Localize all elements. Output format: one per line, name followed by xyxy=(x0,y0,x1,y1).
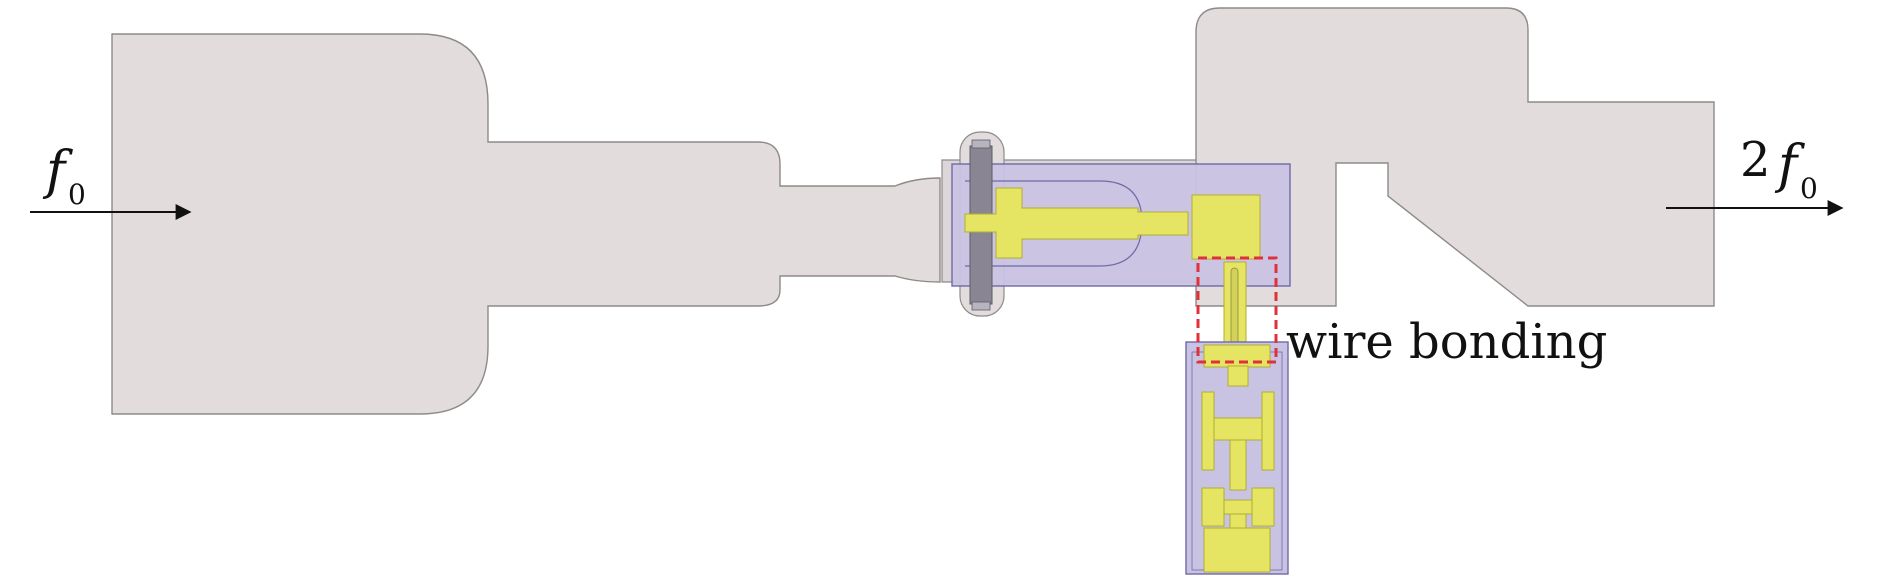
support-bar-cap-top xyxy=(971,139,991,149)
wire-bonding-highlight xyxy=(1196,256,1278,364)
diode-pad xyxy=(1191,194,1261,260)
probe-metal xyxy=(964,187,1189,259)
output-coefficient: 2 xyxy=(1740,132,1771,188)
input-waveguide xyxy=(111,33,941,415)
output-waveguide xyxy=(1195,7,1715,307)
wire-bonding-label: wire bonding xyxy=(1286,314,1607,370)
support-bar-cap-bottom xyxy=(971,301,991,311)
input-frequency-subscript: 0 xyxy=(68,178,86,211)
filter-metal xyxy=(1201,344,1275,573)
output-frequency-subscript: 0 xyxy=(1800,172,1818,205)
